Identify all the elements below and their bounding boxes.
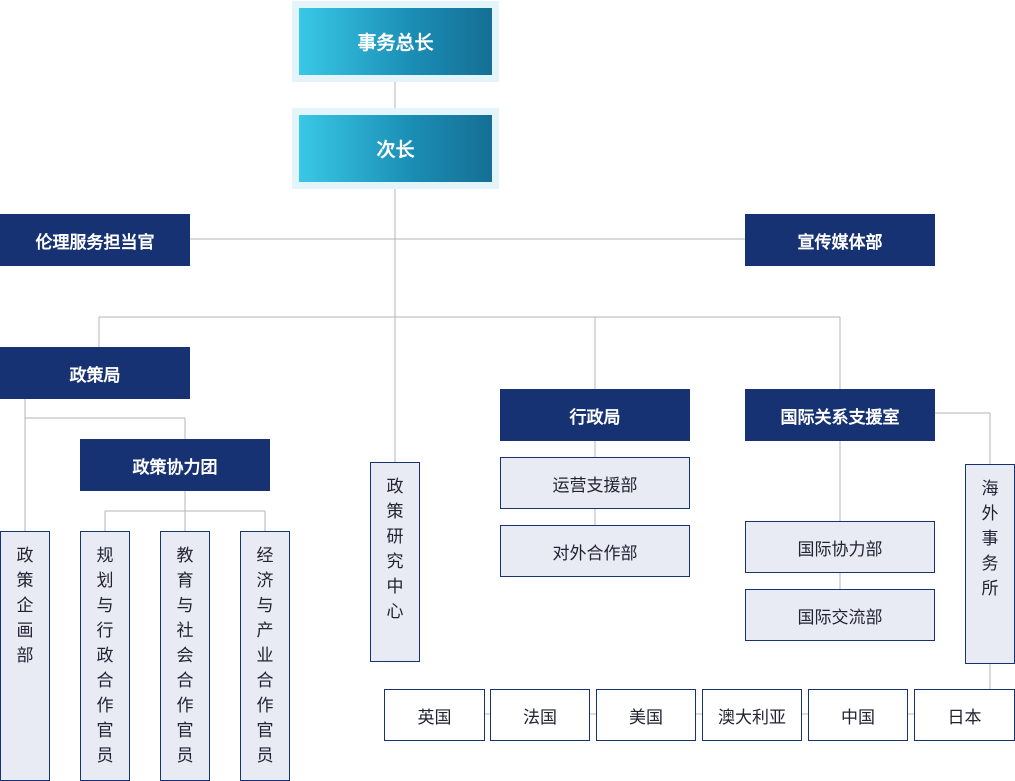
policy-bureau-box: 政策局 — [0, 347, 190, 399]
education-social-box: 教育与社会合作官员 — [160, 531, 210, 781]
country-usa-box: 美国 — [596, 689, 696, 741]
operations-support-box: 运营支援部 — [500, 457, 690, 509]
country-france-box: 法国 — [490, 689, 590, 741]
intl-cooperation-box: 国际协力部 — [745, 521, 935, 573]
media-department-box: 宣传媒体部 — [745, 214, 935, 266]
research-center-box: 政策研究中心 — [370, 462, 420, 662]
deputy-label: 次长 — [299, 115, 492, 182]
intl-relations-box: 国际关系支援室 — [745, 389, 935, 441]
intl-exchange-box: 国际交流部 — [745, 589, 935, 641]
external-cooperation-box: 对外合作部 — [500, 525, 690, 577]
policy-planning-box: 政策企画部 — [0, 531, 50, 781]
deputy-box: 次长 — [292, 108, 499, 189]
admin-bureau-box: 行政局 — [500, 389, 690, 441]
country-china-box: 中国 — [808, 689, 908, 741]
country-uk-box: 英国 — [384, 689, 485, 741]
overseas-office-box: 海外事务所 — [965, 464, 1015, 664]
ethics-officer-box: 伦理服务担当官 — [0, 214, 190, 266]
country-australia-box: 澳大利亚 — [702, 689, 802, 741]
secretary-general-box: 事务总长 — [292, 1, 499, 82]
economy-industry-box: 经济与产业合作官员 — [240, 531, 290, 781]
country-japan-box: 日本 — [914, 689, 1015, 741]
policy-coop-group-box: 政策协力团 — [80, 439, 270, 491]
secretary-general-label: 事务总长 — [299, 8, 492, 75]
planning-admin-box: 规划与行政合作官员 — [80, 531, 130, 781]
